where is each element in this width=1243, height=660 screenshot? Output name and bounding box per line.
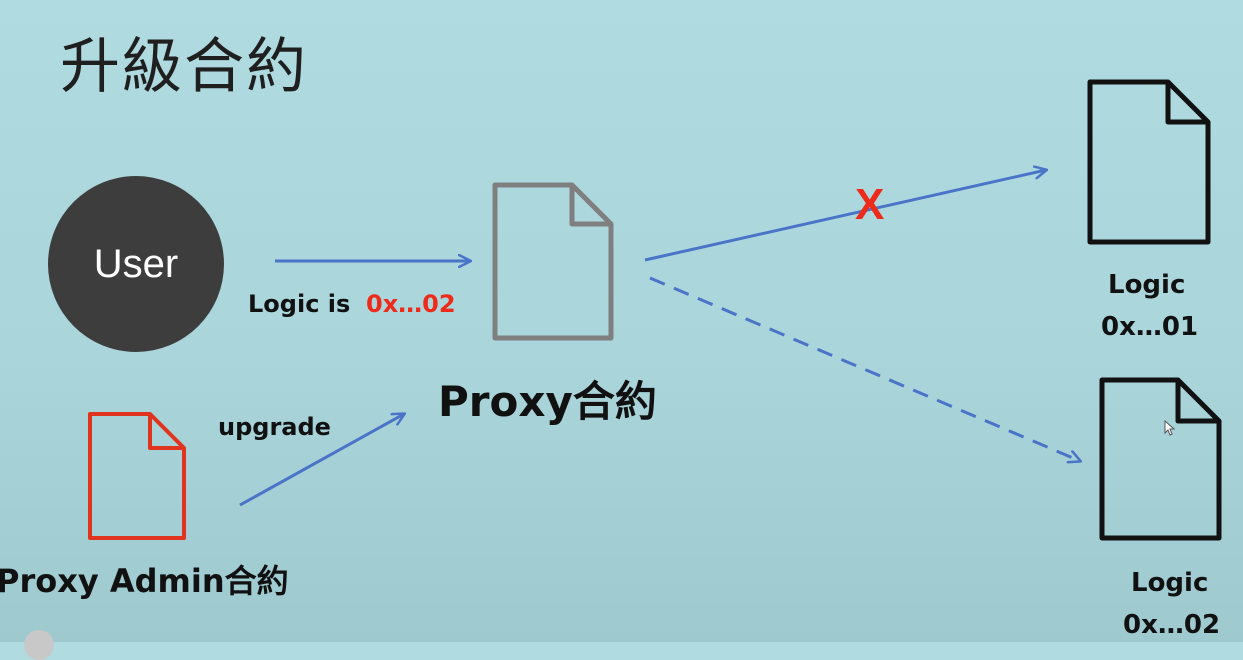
proxy-admin-contract-label: Proxy Admin合約 <box>0 562 289 600</box>
video-control-dot[interactable] <box>24 630 54 660</box>
diagram-canvas <box>88 79 1222 541</box>
edge-label-upgrade: upgrade <box>218 413 331 441</box>
logic-02-label: Logic <box>1131 568 1209 598</box>
logic-01-document-icon <box>1087 79 1211 245</box>
user-label: User <box>93 241 179 286</box>
logic-01-label: Logic <box>1108 270 1186 300</box>
mouse-cursor-icon <box>1164 420 1176 436</box>
proxy-contract-label: Proxy合約 <box>438 377 657 426</box>
edge-label-logic-is: Logic is <box>248 290 351 318</box>
arrow-proxy-to-logic-02-dashed <box>649 276 1080 461</box>
edge-label-address: 0x…02 <box>366 290 456 318</box>
proxy-document-icon <box>492 182 614 341</box>
blocked-x-mark: X <box>855 180 885 229</box>
slide-title: 升級合約 <box>60 32 308 102</box>
user-node: User <box>48 176 224 352</box>
logic-02-document-icon <box>1099 377 1222 541</box>
logic-02-address: 0x…02 <box>1123 610 1221 640</box>
arrow-admin-to-proxy <box>239 414 404 507</box>
logic-01-address: 0x…01 <box>1101 312 1199 342</box>
proxy-admin-document-icon <box>88 412 186 540</box>
arrow-proxy-to-logic-01 <box>644 170 1046 262</box>
